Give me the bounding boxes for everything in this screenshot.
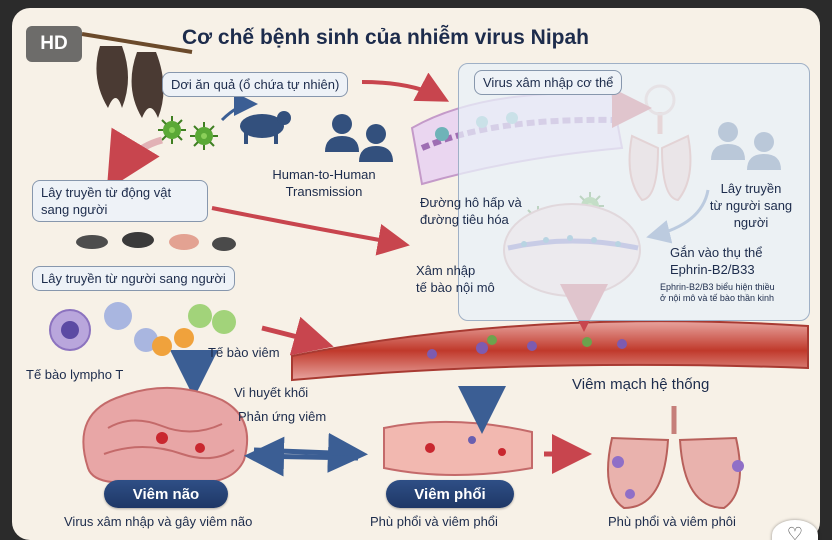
endothelial-entry-label: Xâm nhập tế bào nội mô [416, 263, 495, 295]
bat-icon [81, 32, 193, 118]
human-to-human-vn-label: Lây truyền từ người sang người [32, 266, 235, 291]
brain-icon [82, 386, 249, 484]
page-title: Cơ chế bệnh sinh của nhiễm virus Nipah [182, 26, 590, 49]
systemic-caption: Phù phổi và viêm phôi [608, 514, 736, 529]
microthrombi-label: Vi huyết khối [234, 385, 309, 400]
pneumonia-banner: Viêm phổi [386, 480, 514, 508]
blood-vessel [291, 320, 809, 382]
heart-icon[interactable]: ♡ [772, 520, 818, 540]
animal-icon [240, 111, 291, 144]
bat-reservoir-label: Dơi ăn quả (ổ chứa tự nhiên) [162, 72, 349, 97]
lymphocyte-cells [49, 302, 236, 356]
receptor-label: Gắn vào thụ thể Ephrin-B2/B33 [670, 245, 763, 277]
cow-icon [76, 232, 154, 249]
animal-to-human-label: Lây truyền từ động vật sang người [32, 180, 208, 222]
virus-entry-label: Virus xâm nhập cơ thể [474, 70, 623, 95]
infographic-poster: Cơ chế bệnh sinh của nhiễm virus Nipah D… [12, 8, 820, 540]
pneumonia-caption: Phù phổi và viêm phổi [370, 514, 498, 529]
lung-tissue [383, 420, 533, 476]
encephalitis-banner: Viêm não [104, 480, 228, 508]
lungs-icon [607, 406, 744, 510]
hd-badge[interactable]: HD [26, 26, 82, 62]
lymphocyte-label: Tế bào lympho T [26, 367, 124, 382]
receptor-note: Ephrin-B2/B3 biểu hiện thiều ở nội mô và… [660, 282, 775, 303]
pig-icon [169, 234, 236, 251]
encephalitis-caption: Virus xâm nhập và gây viêm não [64, 514, 253, 529]
airway-label: Đường hô hấp và đường tiêu hóa [420, 195, 522, 227]
human-to-human-label: Human-to-Human Transmission [272, 167, 376, 199]
inflammation-label: Phản ứng viêm [238, 409, 327, 424]
virus-entry-panel [458, 63, 810, 321]
transmit-human-label: Lây truyền từ người sang người [709, 181, 793, 230]
systemic-vasculitis-label: Viêm mạch hệ thống [572, 376, 710, 393]
inflammatory-cell-label: Tế bào viêm [208, 345, 280, 360]
